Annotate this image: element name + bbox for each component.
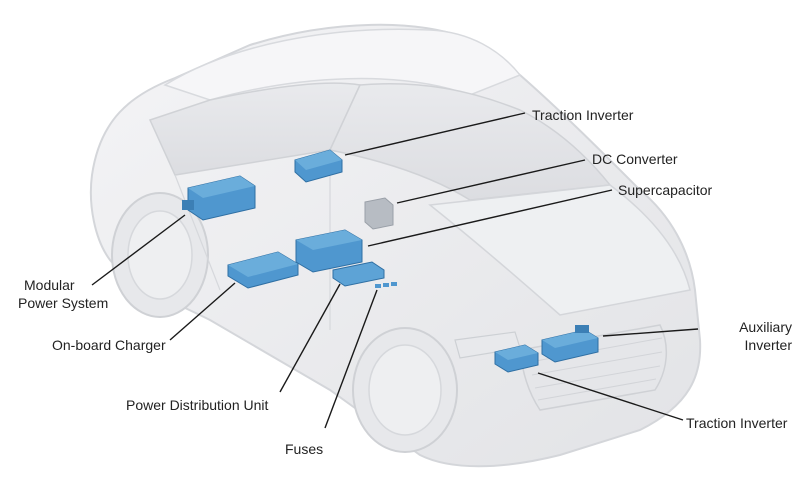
- leader-dc-converter: [396, 159, 586, 204]
- label-onboard-charger: On-board Charger: [52, 337, 166, 353]
- auxiliary-inverter-component: [541, 325, 599, 363]
- leader-power-distribution-unit: [279, 283, 341, 393]
- modular-power-system-component: [182, 175, 256, 221]
- label-traction-inverter-bottom: Traction Inverter: [686, 415, 788, 431]
- supercapacitor-component: [295, 229, 363, 273]
- label-auxiliary-inverter: Auxiliary Inverter: [700, 318, 792, 354]
- label-modular-power-system: Modular Power System: [18, 276, 138, 312]
- leader-lines: [91, 112, 699, 429]
- components: [182, 149, 599, 373]
- dc-converter-component: [364, 197, 394, 230]
- leader-traction-inverter-top: [344, 112, 526, 156]
- leader-supercapacitor: [367, 189, 613, 247]
- leader-traction-inverter-bottom: [537, 372, 684, 421]
- label-auxiliary-inverter-line1: Auxiliary: [739, 319, 792, 335]
- label-modular-power-system-line1: Modular: [24, 277, 75, 293]
- label-dc-converter: DC Converter: [592, 151, 678, 167]
- label-fuses: Fuses: [285, 441, 324, 457]
- leader-fuses: [324, 289, 378, 429]
- rear-wheel: [111, 192, 209, 318]
- label-modular-power-system-line2: Power System: [18, 295, 109, 311]
- front-wheel: [352, 327, 458, 453]
- traction-inverter-bottom-component: [494, 344, 539, 373]
- leader-modular-power-system: [91, 214, 186, 286]
- rear-door-line: [174, 174, 221, 291]
- label-auxiliary-inverter-line2: Inverter: [744, 337, 792, 353]
- label-power-distribution-unit: Power Distribution Unit: [126, 397, 269, 413]
- leader-onboard-charger: [169, 282, 236, 341]
- car-roof: [163, 28, 522, 101]
- label-traction-inverter-top: Traction Inverter: [532, 107, 634, 123]
- traction-inverter-top-component: [294, 149, 343, 183]
- fuses-component: [375, 282, 397, 288]
- leader-auxiliary-inverter: [602, 328, 699, 337]
- power-distribution-unit-component: [332, 261, 385, 287]
- label-supercapacitor: Supercapacitor: [618, 182, 713, 198]
- onboard-charger-component: [227, 251, 299, 289]
